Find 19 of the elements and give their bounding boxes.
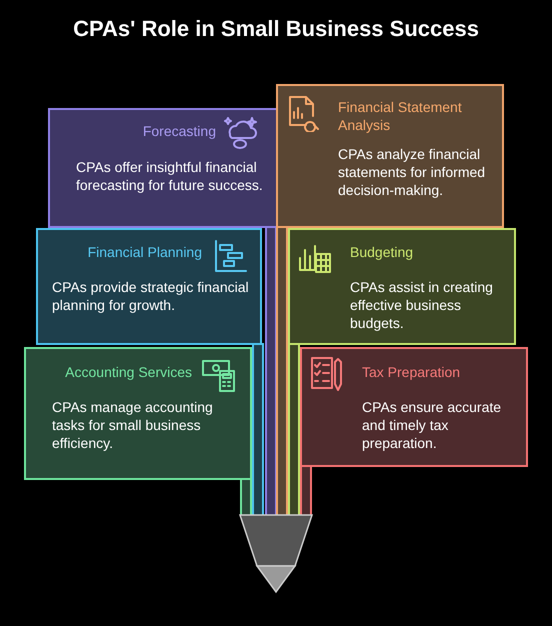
panel-heading: Financial Planning (86, 243, 202, 261)
info-panel (48, 108, 278, 228)
panel-heading: Accounting Services (64, 363, 192, 381)
info-panel (276, 84, 504, 228)
panel-heading: Tax Preparation (362, 363, 462, 381)
panel-description: CPAs manage accounting tasks for small business efficiency. (52, 398, 214, 452)
info-panel (300, 347, 528, 467)
panel-description: CPAs offer insightful financial forecasting for future success. (76, 158, 264, 194)
panel-description: CPAs ensure accurate and timely tax preparation. (362, 398, 502, 452)
panel-heading: Financial Statement Analysis (338, 98, 463, 134)
panel-description: CPAs analyze financial statements for informed decision-making. (338, 145, 486, 199)
panel-heading: Budgeting (350, 243, 414, 261)
info-panel (36, 228, 262, 345)
panel-heading: Forecasting (142, 122, 216, 140)
panel-description: CPAs assist in creating effective business budgets. (350, 278, 494, 332)
info-panel (288, 228, 516, 345)
title: CPAs' Role in Small Business Success (72, 16, 480, 42)
info-panel (24, 347, 252, 480)
panel-description: CPAs provide strategic financial planning for growth. (52, 278, 250, 314)
